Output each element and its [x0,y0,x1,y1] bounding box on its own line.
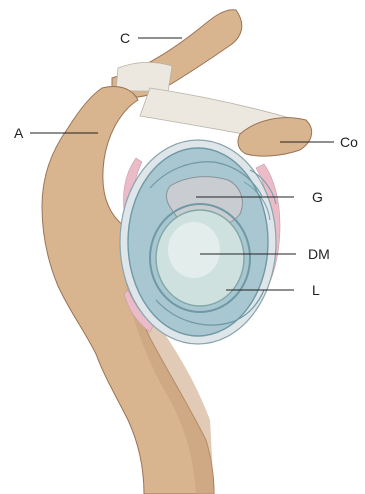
label-co: Co [340,134,358,150]
disc-meniscus-highlight [168,222,220,278]
label-l: L [312,282,320,298]
label-c: C [120,30,130,46]
label-a: A [14,125,24,141]
label-dm: DM [308,246,330,262]
label-g: G [312,189,323,205]
acromioclavicular-ligament [116,62,172,92]
